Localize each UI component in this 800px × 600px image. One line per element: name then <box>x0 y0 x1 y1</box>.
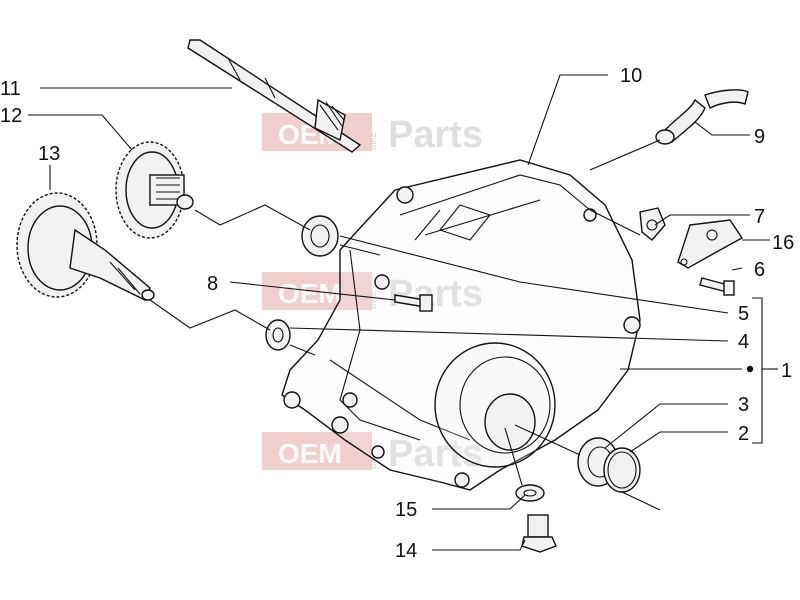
watermark-bike: BIKE <box>369 291 378 309</box>
watermark-oem: OEM <box>278 438 342 469</box>
watermark-bike: BIKE <box>369 451 378 469</box>
callout-9: 9 <box>754 126 765 148</box>
watermark-top: OEM BIKE Parts <box>262 113 483 156</box>
watermark-parts: Parts <box>388 273 483 315</box>
hose-clip <box>639 207 666 241</box>
watermark-middle: OEM BIKE Parts <box>262 272 483 315</box>
callout-11: 11 <box>0 78 21 100</box>
watermark-parts: Parts <box>388 114 483 156</box>
mounting-bracket <box>677 219 744 269</box>
watermark-bottom: OEM BIKE Parts <box>262 432 483 475</box>
transmission-cover <box>281 159 641 491</box>
watermark-bike: BIKE <box>369 132 378 150</box>
callout-labels: 11 12 13 10 9 7 16 6 8 5 4 1 3 2 15 14 <box>0 65 794 562</box>
oil-seal <box>301 215 339 257</box>
callout-2: 2 <box>738 423 749 445</box>
reference-dot <box>746 365 754 373</box>
callout-4: 4 <box>738 331 749 353</box>
screw <box>699 277 735 296</box>
output-gear <box>16 192 155 301</box>
callout-1: 1 <box>781 360 792 382</box>
drain-plug <box>521 514 557 553</box>
intermediate-gear <box>115 141 194 239</box>
callout-3: 3 <box>738 394 749 416</box>
drive-shaft <box>187 39 362 153</box>
watermark-parts: Parts <box>388 433 483 475</box>
breather-hose <box>655 89 749 145</box>
callout-10: 10 <box>620 65 642 87</box>
callout-13: 13 <box>38 143 60 165</box>
circlip <box>603 447 641 493</box>
callout-8: 8 <box>207 273 218 295</box>
callout-12: 12 <box>0 105 22 127</box>
callout-15: 15 <box>395 499 417 521</box>
callout-6: 6 <box>754 259 765 281</box>
drain-washer <box>515 484 545 502</box>
callout-5: 5 <box>738 303 749 325</box>
leader-lines <box>28 74 778 551</box>
callout-14: 14 <box>395 540 417 562</box>
callout-16: 16 <box>772 232 794 254</box>
washer <box>265 319 291 351</box>
callout-7: 7 <box>754 206 765 228</box>
